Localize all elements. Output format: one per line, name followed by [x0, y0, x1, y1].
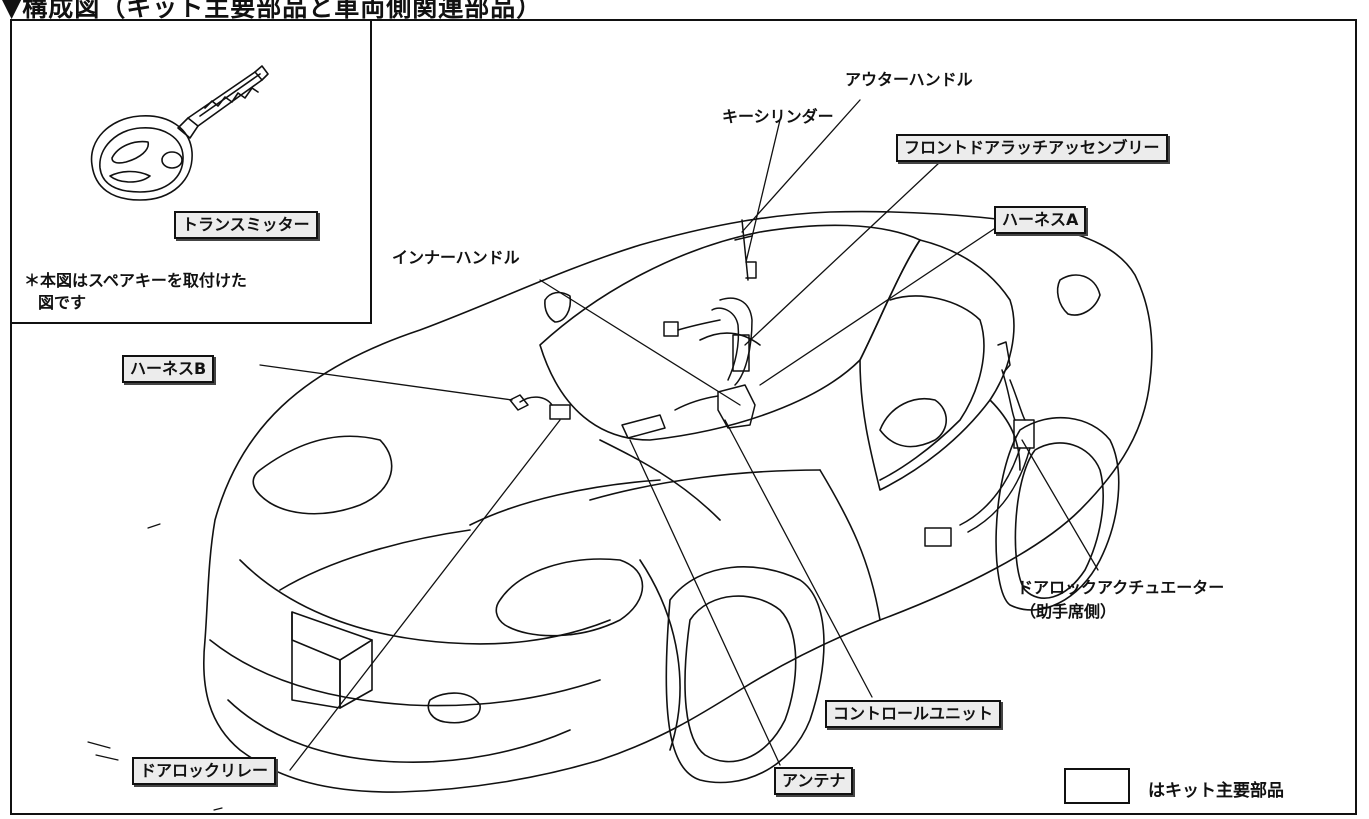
- leader-lines: [259, 99, 1099, 771]
- label-inner-handle: インナーハンドル: [392, 248, 520, 267]
- legend-swatch: [1064, 768, 1130, 804]
- label-control-unit: コントロールユニット: [825, 700, 1002, 728]
- key-transmitter-illustration: [90, 65, 269, 201]
- legend-text: はキット主要部品: [1148, 781, 1284, 801]
- inset-note-line1: ＊本図はスペアキーを取付けた: [24, 271, 247, 290]
- label-door-lock-actuator: ドアロックアクチュエーター: [1017, 578, 1225, 597]
- scan-specks: [87, 523, 223, 811]
- inset-note-line2: 図です: [38, 293, 87, 312]
- label-transmitter: トランスミッター: [174, 211, 318, 239]
- label-front-door-latch: フロントドアラッチアッセンブリー: [896, 134, 1168, 162]
- label-door-lock-actuator-side: （助手席側）: [1020, 602, 1117, 621]
- label-harness-a: ハーネスA: [994, 206, 1087, 234]
- key-inset-panel: [12, 21, 372, 324]
- label-door-lock-relay: ドアロックリレー: [132, 757, 277, 785]
- diagram-title: ▼構成図（キット主要部品と車両側関連部品）: [2, 0, 543, 22]
- component-parts: [509, 219, 1035, 547]
- diagram-frame: [10, 19, 1357, 815]
- label-antenna: アンテナ: [774, 767, 854, 795]
- label-outer-handle: アウターハンドル: [845, 70, 973, 89]
- label-harness-b: ハーネスB: [122, 355, 215, 383]
- car-body-outline: [202, 210, 1153, 793]
- label-key-cylinder: キーシリンダー: [722, 107, 834, 126]
